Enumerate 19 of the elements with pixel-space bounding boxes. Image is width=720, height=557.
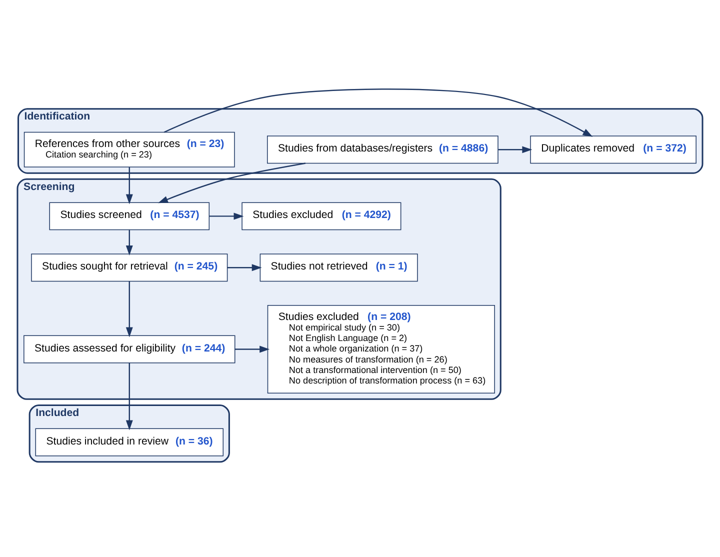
arrow <box>227 264 262 272</box>
arrow <box>164 88 593 137</box>
node-box: References from other sources (n = 23) Citation searching (n = 23) <box>24 132 235 168</box>
arrow <box>126 362 133 430</box>
node-box: Studies excluded (n = 4292) <box>242 202 402 230</box>
arrow <box>209 212 244 220</box>
arrow <box>126 281 133 338</box>
arrow <box>498 146 532 154</box>
node-box: Studies not retrieved (n = 1) <box>260 254 418 282</box>
node-box: Studies included in review (n = 36) <box>35 428 224 456</box>
node-box: Studies screened (n = 4537) <box>49 202 210 230</box>
node-box: Studies sought for retrieval (n = 245) <box>31 254 228 282</box>
arrow <box>126 230 133 256</box>
node-box: Studies from databases/registers (n = 4886) <box>267 136 498 164</box>
arrow <box>234 346 270 353</box>
node-box: Studies assessed for eligibility (n = 244) <box>24 335 236 364</box>
node-box: Studies excluded (n = 208) Not empirical study (n = 30) Not English Language (n = 2) Not a whole organization (n = 37) No measures of transformation (n = 26) Not a transformational intervention (n = 50) No description of transformation process (n = 63) <box>267 305 495 394</box>
node-box: Duplicates removed (n = 372) <box>530 136 696 164</box>
arrow <box>126 167 133 204</box>
